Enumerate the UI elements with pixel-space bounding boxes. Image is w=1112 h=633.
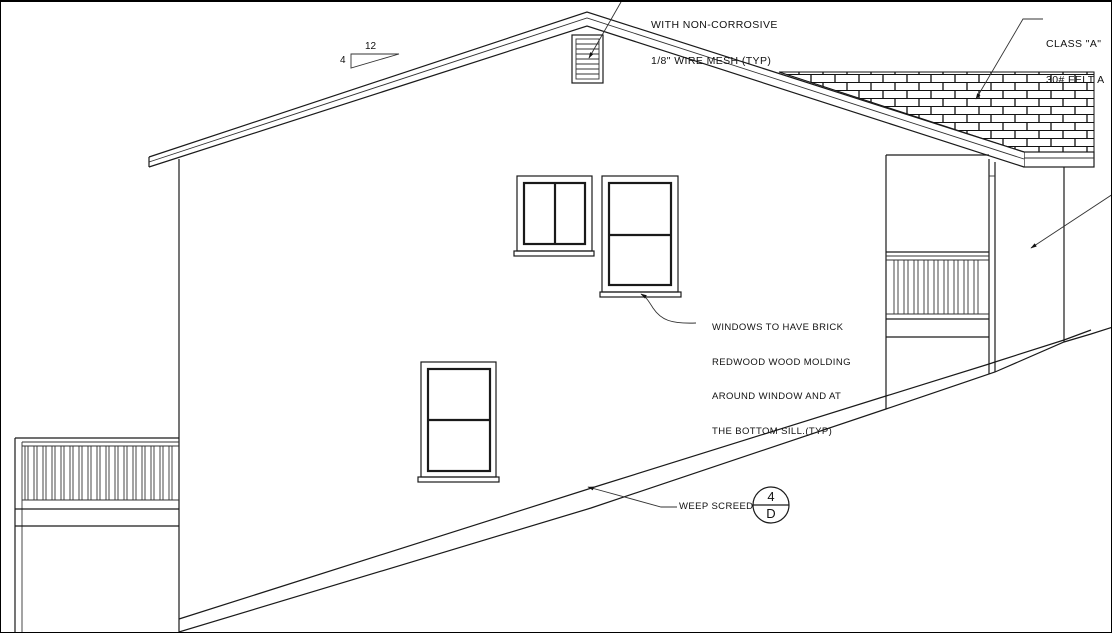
right-porch-railing <box>886 251 989 338</box>
leader-lines <box>587 2 1111 508</box>
roof-slope-run: 12 <box>365 41 377 52</box>
vent-note-line1: WITH NON-CORROSIVE <box>651 19 778 31</box>
right-porch <box>885 154 1065 409</box>
window-lower <box>417 361 500 483</box>
detail-tag-number: 4 <box>767 489 775 504</box>
gable-roof <box>148 11 1025 168</box>
detail-tag <box>752 486 790 524</box>
left-deck-railing <box>14 437 179 632</box>
roof-slope-rise: 4 <box>340 55 346 66</box>
window-note-line3: AROUND WINDOW AND AT <box>712 391 842 402</box>
window-upper-right <box>599 175 682 298</box>
window-molding-note: WINDOWS TO HAVE BRICK REDWOOD WOOD MOLDI… <box>712 299 851 460</box>
grade-lines <box>178 327 1111 632</box>
roof-note-line1: CLASS "A" <box>1046 38 1102 50</box>
vent-note-line2: 1/8" WIRE MESH (TYP) <box>651 55 772 67</box>
detail-tag-sheet: D <box>766 506 776 521</box>
gable-vent <box>571 34 604 84</box>
weep-screed-label: WEEP SCREED <box>679 501 754 512</box>
window-note-line1: WINDOWS TO HAVE BRICK <box>712 322 844 333</box>
roof-note-line2: 30# FELT A <box>1046 74 1105 86</box>
vent-note: WITH NON-CORROSIVE 1/8" WIRE MESH (TYP) <box>651 2 778 91</box>
window-note-line4: THE BOTTOM SILL.(TYP) <box>712 425 833 437</box>
window-note-line2: REDWOOD WOOD MOLDING <box>712 356 851 368</box>
roof-material-note: CLASS "A" 30# FELT A <box>1046 14 1104 110</box>
window-upper-left <box>513 175 595 257</box>
roof-slope-symbol <box>350 53 400 69</box>
